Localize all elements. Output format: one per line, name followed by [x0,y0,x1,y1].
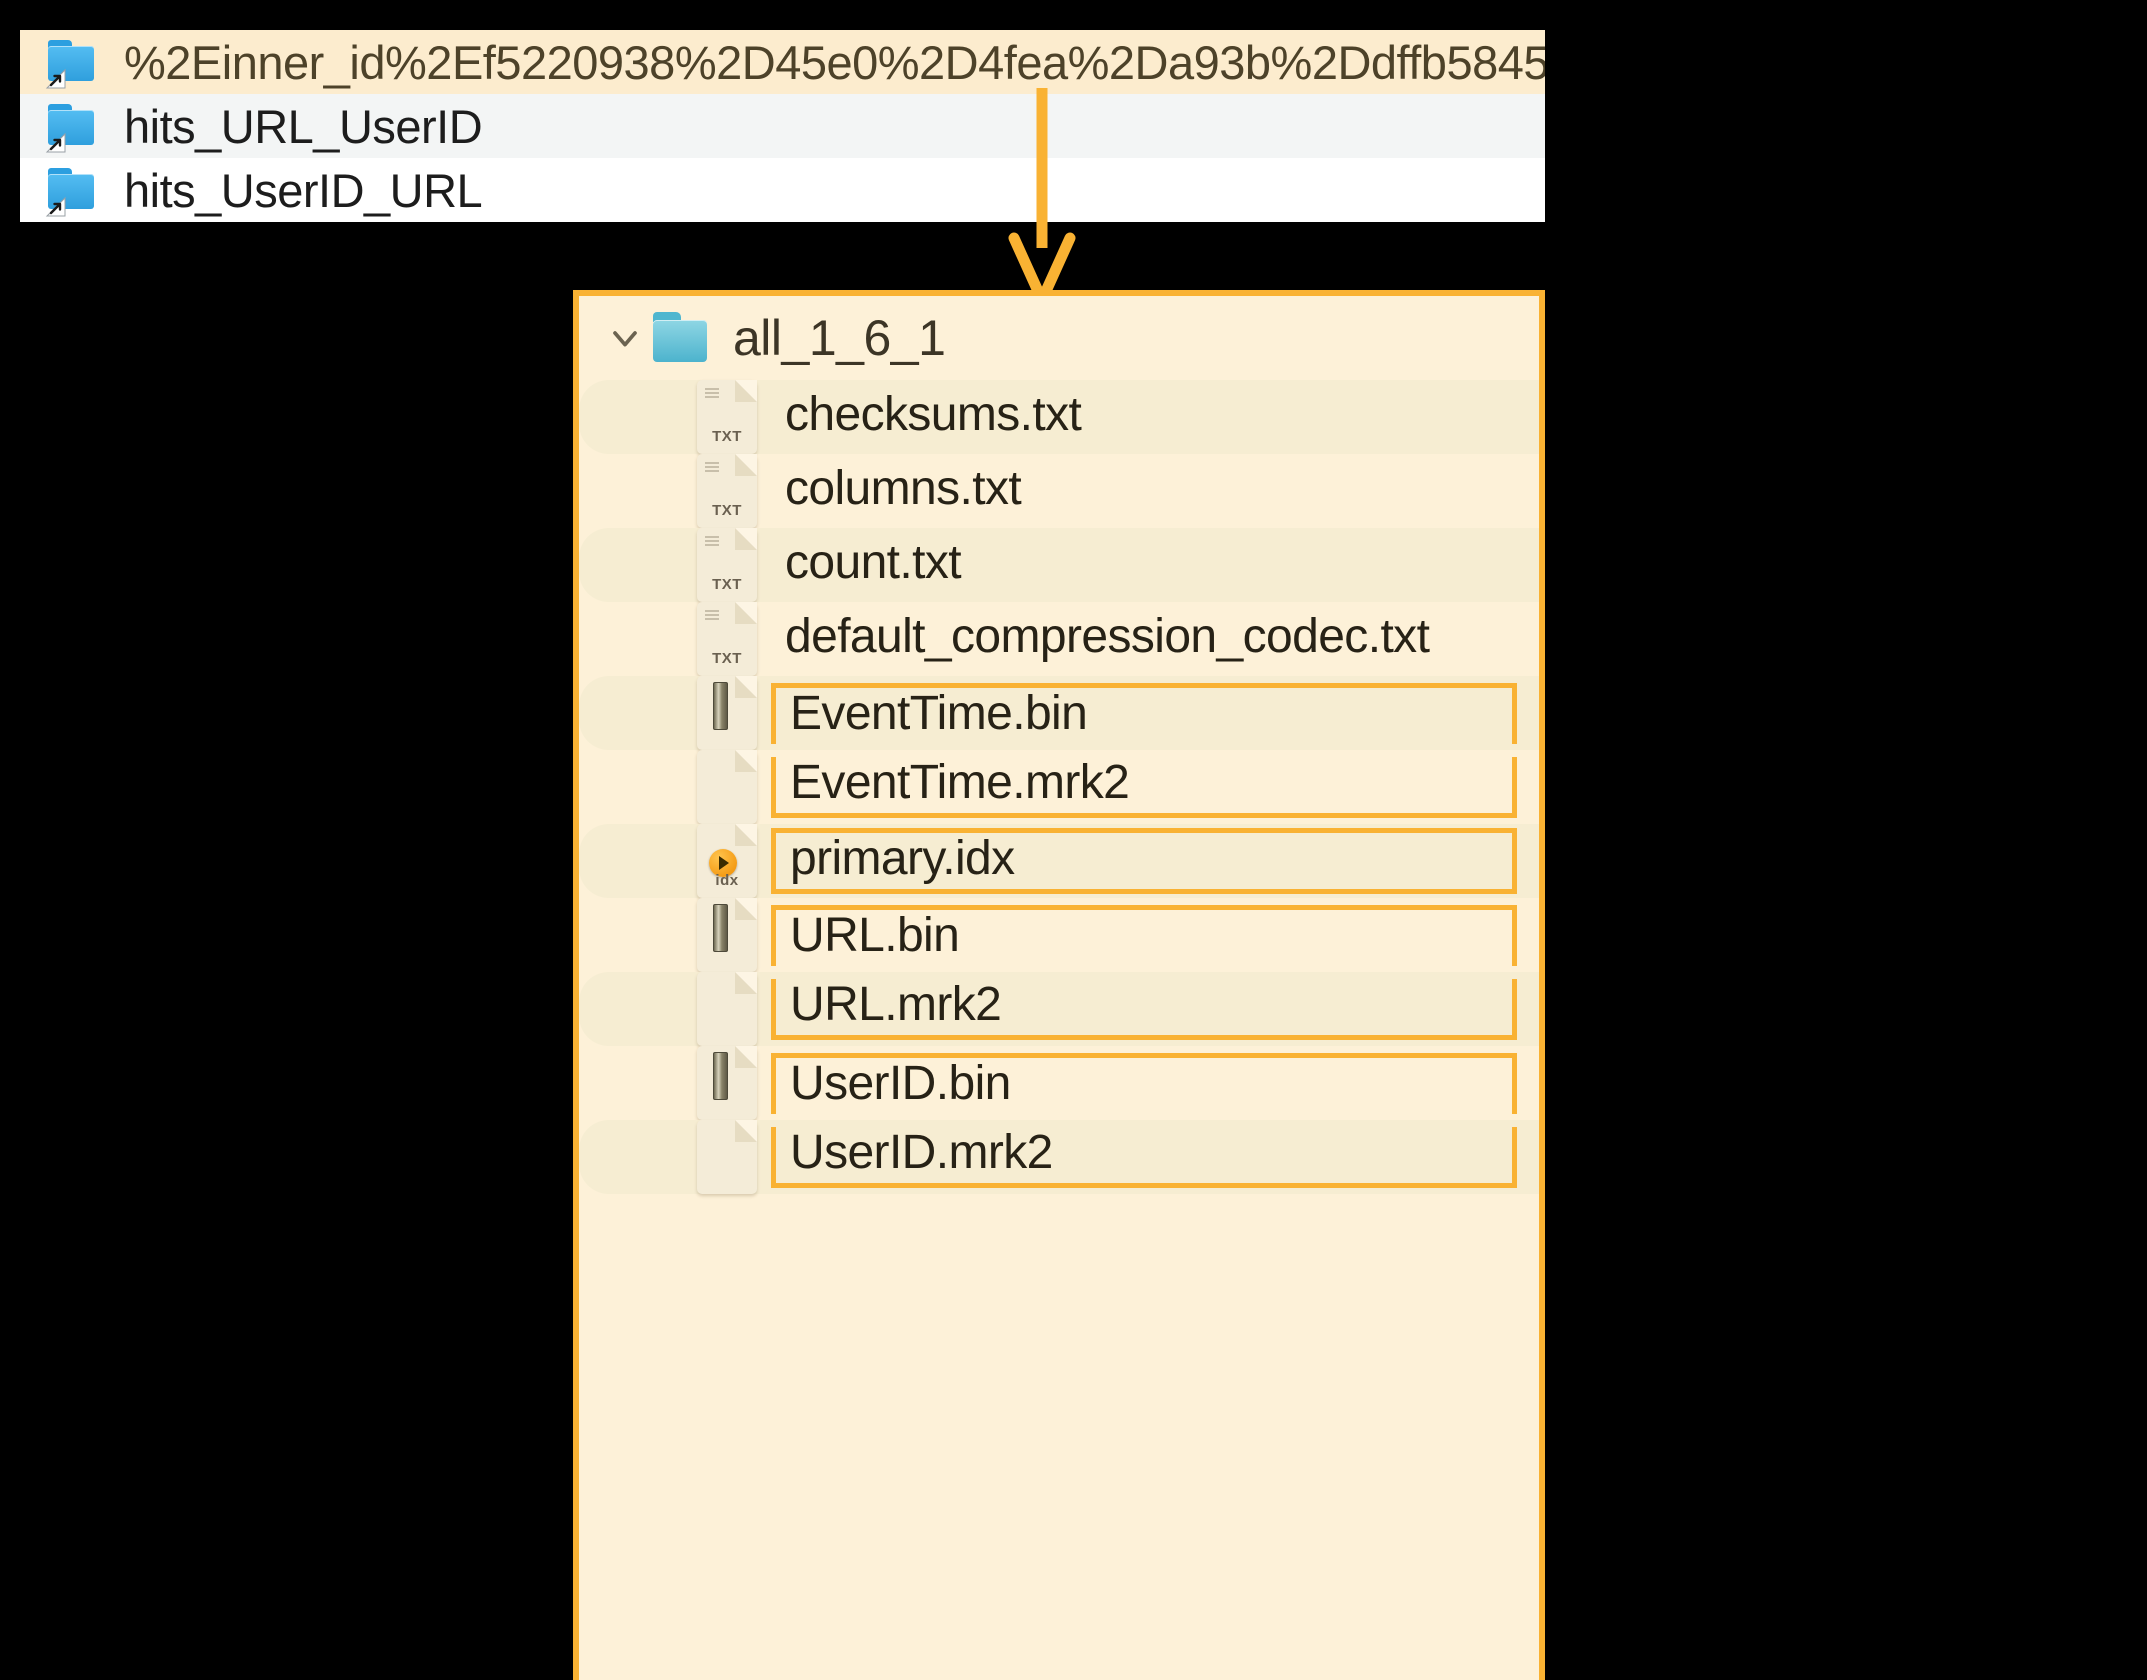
list-item[interactable]: hits_UserID_URL [20,158,1545,222]
file-name-label: EventTime.mrk2 [771,756,1517,818]
file-name-label: checksums.txt [785,388,1082,441]
down-arrow-icon [1008,88,1076,303]
txt-file-icon: TXT [697,602,757,676]
file-row[interactable]: UserID.bin [579,1046,1539,1120]
file-row[interactable]: EventTime.bin [579,676,1539,750]
file-name-label: UserID.bin [771,1052,1517,1114]
file-row[interactable]: TXT default_compression_codec.txt [579,602,1539,676]
tree-folder-header[interactable]: all_1_6_1 [579,296,1539,380]
txt-file-icon: TXT [697,380,757,454]
file-row[interactable]: URL.mrk2 [579,972,1539,1046]
file-name-label: URL.mrk2 [771,978,1517,1040]
file-row[interactable]: UserID.mrk2 [579,1120,1539,1194]
folder-shortcut-icon [45,40,98,89]
file-row[interactable]: TXT checksums.txt [579,380,1539,454]
list-item-label: %2Einner_id%2Ef5220938%2D45e0%2D4fea%2Da… [124,35,1545,89]
txt-file-icon: TXT [697,454,757,528]
bin-file-icon [697,898,757,972]
chevron-down-icon[interactable] [605,318,645,358]
folder-list-panel: %2Einner_id%2Ef5220938%2D45e0%2D4fea%2Da… [20,30,1545,222]
blank-file-icon [697,972,757,1046]
file-name-label: count.txt [785,536,962,589]
list-item[interactable]: hits_URL_UserID [20,94,1545,158]
bin-file-icon [697,1046,757,1120]
folder-shortcut-icon [45,104,98,153]
tree-folder-label: all_1_6_1 [733,310,946,366]
txt-file-icon: TXT [697,528,757,602]
file-row[interactable]: TXT count.txt [579,528,1539,602]
file-name-label: default_compression_codec.txt [785,610,1430,663]
file-name-label: EventTime.bin [771,682,1517,744]
file-name-label: columns.txt [785,462,1022,515]
file-row[interactable]: URL.bin [579,898,1539,972]
list-item[interactable]: %2Einner_id%2Ef5220938%2D45e0%2D4fea%2Da… [20,30,1545,94]
file-name-label: UserID.mrk2 [771,1126,1517,1188]
idx-file-icon: idx [697,824,757,898]
blank-file-icon [697,750,757,824]
bin-file-icon [697,676,757,750]
folder-shortcut-icon [45,168,98,217]
blank-file-icon [697,1120,757,1194]
folder-open-icon [651,312,711,364]
file-row[interactable]: TXT columns.txt [579,454,1539,528]
file-name-label: URL.bin [771,904,1517,966]
file-row[interactable]: EventTime.mrk2 [579,750,1539,824]
file-name-label: primary.idx [771,828,1517,894]
list-item-label: hits_UserID_URL [124,163,483,217]
list-item-label: hits_URL_UserID [124,99,483,153]
